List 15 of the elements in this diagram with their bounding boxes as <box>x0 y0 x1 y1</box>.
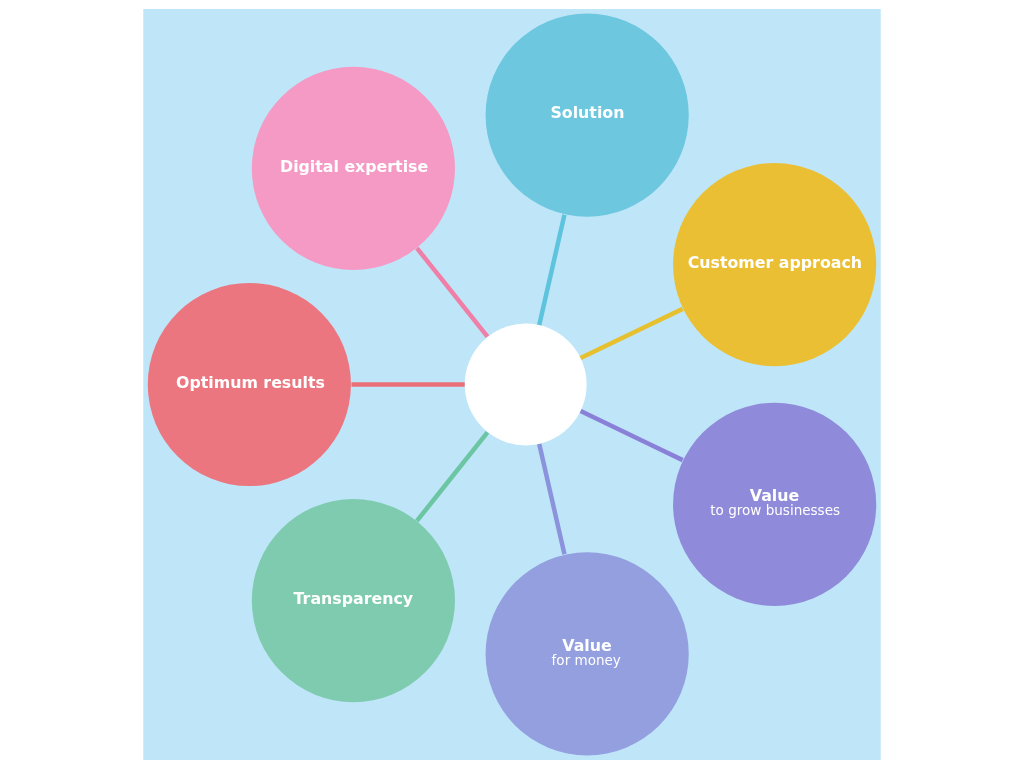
node-circle: Value for money <box>485 551 689 755</box>
node-circle: Value to grow businesses <box>673 402 877 606</box>
connector <box>415 430 490 522</box>
connector <box>579 408 684 462</box>
connector <box>351 381 465 387</box>
node-circle: Digital expertise <box>251 66 455 270</box>
connector <box>537 213 567 326</box>
node-circle: Optimum results <box>147 282 351 486</box>
node-circle: Solution <box>485 13 689 217</box>
node-circle <box>464 323 587 445</box>
connector <box>579 306 684 360</box>
connector <box>415 246 490 338</box>
node-circle: Customer approach <box>673 162 877 366</box>
node-circle: Transparency <box>251 498 455 702</box>
connector <box>537 442 567 555</box>
